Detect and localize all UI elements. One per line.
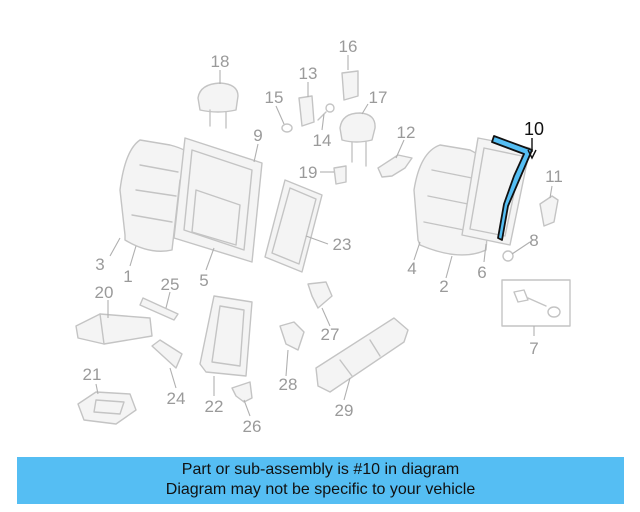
callout-12: 12 <box>397 123 416 142</box>
part-17-headrest <box>339 112 376 167</box>
callout-17: 17 <box>369 88 388 107</box>
callout-27: 27 <box>321 325 340 344</box>
part-8 <box>502 250 514 262</box>
part-19-pin <box>333 165 347 185</box>
part-13 <box>298 95 315 127</box>
part-22 <box>199 295 253 377</box>
parts-diagram: 18 16 13 15 17 14 12 19 9 23 3 1 5 20 25… <box>75 37 571 436</box>
part-29-rail <box>315 317 409 393</box>
callout-4: 4 <box>407 259 416 278</box>
callout-20: 20 <box>95 283 114 302</box>
part-10-highlighted <box>491 135 533 241</box>
part-5 <box>191 189 241 246</box>
callout-10-highlighted: 10 <box>524 119 544 139</box>
callout-22: 22 <box>205 397 224 416</box>
part-7-kit <box>501 279 571 327</box>
leader-lines <box>95 55 553 417</box>
callout-18: 18 <box>211 52 230 71</box>
part-23-pad <box>264 179 323 273</box>
info-banner: Part or sub-assembly is #10 in diagram D… <box>17 457 624 504</box>
part-11 <box>539 195 559 227</box>
part-12-bracket <box>377 154 413 178</box>
part-9-frame <box>173 137 263 263</box>
callout-24: 24 <box>167 389 186 408</box>
callout-25: 25 <box>161 275 180 294</box>
callout-5: 5 <box>199 271 208 290</box>
callout-8: 8 <box>529 231 538 250</box>
part-24 <box>151 339 183 369</box>
part-25 <box>139 297 179 321</box>
callout-2: 2 <box>439 277 448 296</box>
part-18-headrest <box>197 82 239 129</box>
part-16 <box>341 70 359 101</box>
callout-3: 3 <box>95 255 104 274</box>
part-20-cushion <box>75 313 153 345</box>
callout-9: 9 <box>253 126 262 145</box>
callout-13: 13 <box>299 64 318 83</box>
callout-16: 16 <box>339 37 358 56</box>
callout-1: 1 <box>123 267 132 286</box>
banner-line-1: Part or sub-assembly is #10 in diagram <box>181 461 460 478</box>
callout-28: 28 <box>279 375 298 394</box>
callout-6: 6 <box>477 263 486 282</box>
callout-29: 29 <box>335 401 354 420</box>
part-26 <box>231 381 253 403</box>
part-28 <box>279 321 305 351</box>
part-21 <box>77 391 137 425</box>
part-14-bolt <box>317 103 335 121</box>
callout-14: 14 <box>313 131 332 150</box>
callout-21: 21 <box>83 365 102 384</box>
callout-7: 7 <box>529 339 538 358</box>
callout-26: 26 <box>243 417 262 436</box>
part-27 <box>307 281 333 309</box>
banner-line-2: Diagram may not be specific to your vehi… <box>165 481 476 498</box>
part-15-washer <box>281 123 293 133</box>
callout-11: 11 <box>545 167 563 186</box>
callout-23: 23 <box>333 235 352 254</box>
callout-15: 15 <box>265 88 284 107</box>
callout-19: 19 <box>299 163 318 182</box>
